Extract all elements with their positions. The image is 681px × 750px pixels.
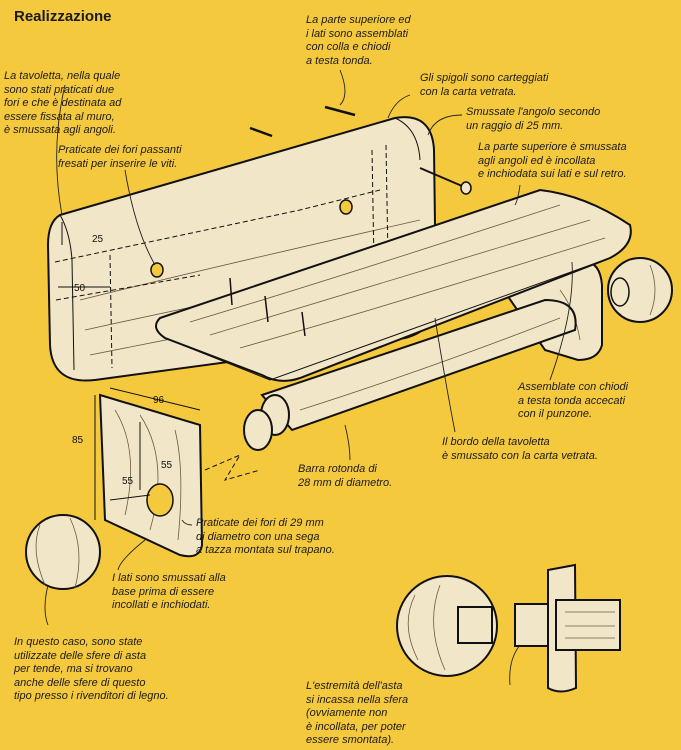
page-title: Realizzazione	[14, 8, 112, 25]
dim-50: 50	[74, 283, 86, 294]
note-rod: Barra rotonda di 28 mm di diametro.	[298, 463, 393, 489]
note-rod-end: L'estremità dell'asta si incassa nella s…	[306, 680, 409, 746]
note-board-edge: Il bordo della tavoletta è smussato con …	[442, 436, 598, 462]
note-screw-holes: Praticate dei fori passanti fresati per …	[58, 144, 182, 170]
note-sides-rounded: I lati sono smussati alla base prima di …	[112, 572, 226, 611]
note-spheres: In questo caso, sono state utilizzate de…	[14, 636, 169, 702]
detail-rod-end	[396, 563, 621, 693]
note-corner-radius: Smussate l'angolo secondo un raggio di 2…	[466, 106, 601, 132]
screw	[419, 167, 472, 195]
note-top-joint: La parte superiore ed i lati sono assemb…	[306, 14, 411, 67]
dim-55-horizontal: 55	[122, 476, 134, 487]
sphere-left	[25, 514, 101, 590]
screw-hole-left	[150, 262, 164, 278]
round-rod	[243, 298, 577, 451]
screw-hole-right	[339, 199, 353, 215]
dim-25: 25	[92, 234, 104, 245]
loose-nails	[249, 105, 356, 138]
leader-lines	[44, 69, 573, 686]
left-side-piece	[94, 387, 261, 558]
dim-85: 85	[72, 435, 84, 446]
top-shelf	[155, 188, 632, 382]
note-top-part: La parte superiore è smussata agli angol…	[478, 141, 627, 180]
note-edges-sanded: Gli spigoli sono carteggiati con la cart…	[420, 72, 549, 98]
note-backboard: La tavoletta, nella quale sono stati pra…	[4, 70, 122, 136]
sphere-right	[607, 257, 673, 323]
note-nails: Assemblate con chiodi a testa tonda acce…	[518, 381, 629, 420]
dim-55-vertical: 55	[161, 460, 173, 471]
dim-96: 96	[153, 395, 165, 406]
note-holes-29: Praticate dei fori di 29 mm di diametro …	[196, 517, 335, 556]
